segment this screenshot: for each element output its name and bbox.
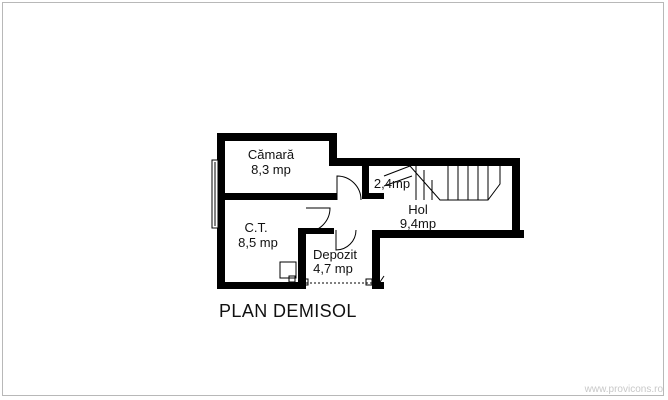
wall-camara-right bbox=[329, 133, 337, 166]
room-depozit-name: Depozit bbox=[313, 247, 357, 262]
room-hol-area: 9,4mp bbox=[400, 216, 436, 231]
room-camara-name: Cămară bbox=[248, 147, 295, 162]
wall-left bbox=[217, 133, 225, 289]
depozit-threshold bbox=[301, 275, 385, 286]
room-depozit-area: 4,7 mp bbox=[313, 261, 353, 276]
watermark: www.provicons.ro bbox=[584, 384, 664, 395]
boiler-symbol bbox=[279, 261, 297, 283]
room-camara-area: 8,3 mp bbox=[251, 162, 291, 177]
doors bbox=[305, 175, 362, 251]
wall-top-hall bbox=[329, 158, 520, 166]
wall-ct-depozit bbox=[298, 232, 306, 282]
wall-depozit-top bbox=[298, 228, 334, 234]
wall-camara-ct bbox=[225, 193, 337, 200]
door-depozit bbox=[335, 229, 357, 251]
wall-right bbox=[512, 158, 520, 238]
wall-bottom bbox=[217, 282, 306, 289]
wall-depozit-right bbox=[372, 230, 380, 288]
window-left bbox=[211, 159, 219, 229]
room-hol-name: Hol bbox=[408, 202, 428, 217]
landing-area: 2,4mp bbox=[374, 176, 410, 191]
wall-bottom-hall bbox=[372, 230, 524, 238]
staircase bbox=[383, 165, 501, 201]
page-border bbox=[2, 2, 664, 396]
wall-tail bbox=[520, 230, 524, 238]
wall-bottom-right-stub bbox=[372, 282, 384, 289]
plan-title: PLAN DEMISOL bbox=[219, 301, 357, 321]
door-ct bbox=[305, 207, 331, 233]
door-camara bbox=[336, 175, 362, 201]
wall-top-camara bbox=[217, 133, 337, 141]
wall-landing-left bbox=[362, 166, 369, 199]
walls bbox=[217, 133, 524, 289]
room-ct-area: 8,5 mp bbox=[238, 235, 278, 250]
wall-landing-bottom bbox=[362, 193, 384, 199]
room-ct-name: C.T. bbox=[244, 220, 267, 235]
